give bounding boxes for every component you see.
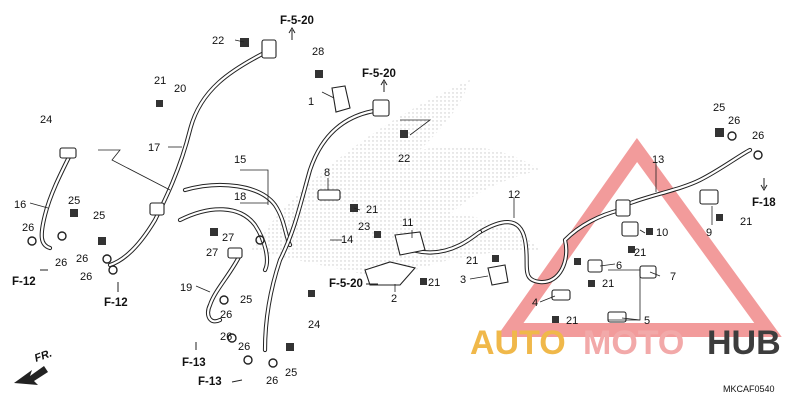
- callout-22: 22: [398, 153, 410, 165]
- callout-25: 25: [240, 294, 252, 306]
- callout-16: 16: [14, 199, 26, 211]
- hose-19: [205, 247, 243, 324]
- watermark-brand-hub: HUB: [707, 324, 781, 362]
- callout-7: 7: [670, 271, 676, 283]
- clamp-3: [487, 264, 509, 286]
- callout-26: 26: [238, 341, 250, 353]
- ref-f-5-20-mid: F-5-20: [362, 68, 396, 80]
- callout-25: 25: [93, 210, 105, 222]
- callout-21: 21: [154, 75, 166, 87]
- callout-9: 9: [706, 227, 712, 239]
- callout-10: 10: [656, 227, 668, 239]
- hose-16: [39, 147, 77, 251]
- callout-26: 26: [55, 257, 67, 269]
- watermark-wing-icon: [250, 80, 540, 280]
- ref-f-18: F-18: [752, 197, 776, 209]
- watermark-brand-moto: MOTO: [583, 324, 684, 362]
- stay-5: [607, 311, 627, 323]
- front-direction-label: FR.: [33, 347, 54, 364]
- callout-12: 12: [508, 189, 520, 201]
- ref-f-13-top: F-13: [182, 357, 206, 369]
- callout-11: 11: [402, 217, 413, 229]
- callout-27: 27: [222, 232, 234, 244]
- joint-6: [587, 259, 603, 273]
- callout-20: 20: [174, 83, 186, 95]
- callout-18: 18: [234, 191, 246, 203]
- callout-5: 5: [644, 315, 650, 327]
- front-direction-arrow: FR.: [14, 347, 54, 385]
- leader-lines: [29, 39, 713, 321]
- callout-21: 21: [740, 216, 752, 228]
- hose-13: [615, 147, 753, 217]
- callout-21: 21: [566, 315, 578, 327]
- callout-13: 13: [652, 154, 664, 166]
- callout-4: 4: [532, 297, 538, 309]
- joint-8: [317, 189, 341, 201]
- ref-f-5-20-top: F-5-20: [280, 15, 314, 27]
- bolt-icon: [70, 38, 724, 351]
- hose-17: [107, 39, 277, 268]
- ref-f-13-bottom: F-13: [198, 376, 222, 388]
- callout-3: 3: [460, 274, 466, 286]
- callout-2: 2: [391, 293, 397, 305]
- callout-6: 6: [616, 260, 622, 272]
- hose-12: [477, 207, 623, 285]
- ref-f-12-bottom: F-12: [104, 297, 128, 309]
- callout-21: 21: [366, 204, 378, 216]
- callout-25: 25: [68, 195, 80, 207]
- callout-1: 1: [308, 96, 314, 108]
- callout-26: 26: [220, 331, 232, 343]
- washer-icon: [27, 131, 763, 368]
- hose-18: [177, 207, 270, 273]
- callout-24: 24: [40, 114, 52, 126]
- callout-26: 26: [752, 130, 764, 142]
- callout-21: 21: [634, 247, 646, 259]
- hose-15: [182, 182, 293, 248]
- callout-25: 25: [285, 367, 297, 379]
- callout-17: 17: [148, 142, 160, 154]
- stay-4: [551, 289, 571, 301]
- callout-26: 26: [76, 253, 88, 265]
- callout-24: 24: [308, 319, 320, 331]
- catalog-code: MKCAF0540: [723, 384, 775, 394]
- arrow-up-icon: [288, 27, 296, 40]
- callout-8: 8: [324, 167, 330, 179]
- arrow-right-icon: [231, 379, 243, 383]
- callout-26: 26: [728, 115, 740, 127]
- watermark-brand-auto: AUTO: [470, 324, 566, 362]
- callout-21: 21: [428, 277, 440, 289]
- callout-26: 26: [266, 375, 278, 387]
- arrow-down-icon: [760, 178, 768, 191]
- callout-27: 27: [206, 247, 218, 259]
- callout-19: 19: [180, 282, 192, 294]
- bracket-9: [699, 189, 719, 205]
- joint-7: [639, 265, 657, 279]
- arrow-up-icon: [380, 79, 388, 92]
- callout-22: 22: [212, 35, 224, 47]
- stay-2: [364, 261, 417, 286]
- callout-25: 25: [713, 102, 725, 114]
- watermark-triangle-icon: [496, 137, 782, 337]
- callout-15: 15: [234, 154, 246, 166]
- ref-f-5-20-bottom: F-5-20: [329, 278, 363, 290]
- ref-f-12-left: F-12: [12, 276, 36, 288]
- hose-14: [262, 99, 390, 353]
- callout-23: 23: [358, 221, 370, 233]
- callout-26: 26: [80, 271, 92, 283]
- callout-21: 21: [602, 278, 614, 290]
- callout-28: 28: [312, 46, 324, 58]
- joint-10: [621, 221, 639, 237]
- bracket-1: [331, 85, 351, 113]
- callout-14: 14: [341, 234, 353, 246]
- callout-26: 26: [220, 309, 232, 321]
- callout-21: 21: [466, 255, 478, 267]
- callout-26: 26: [22, 222, 34, 234]
